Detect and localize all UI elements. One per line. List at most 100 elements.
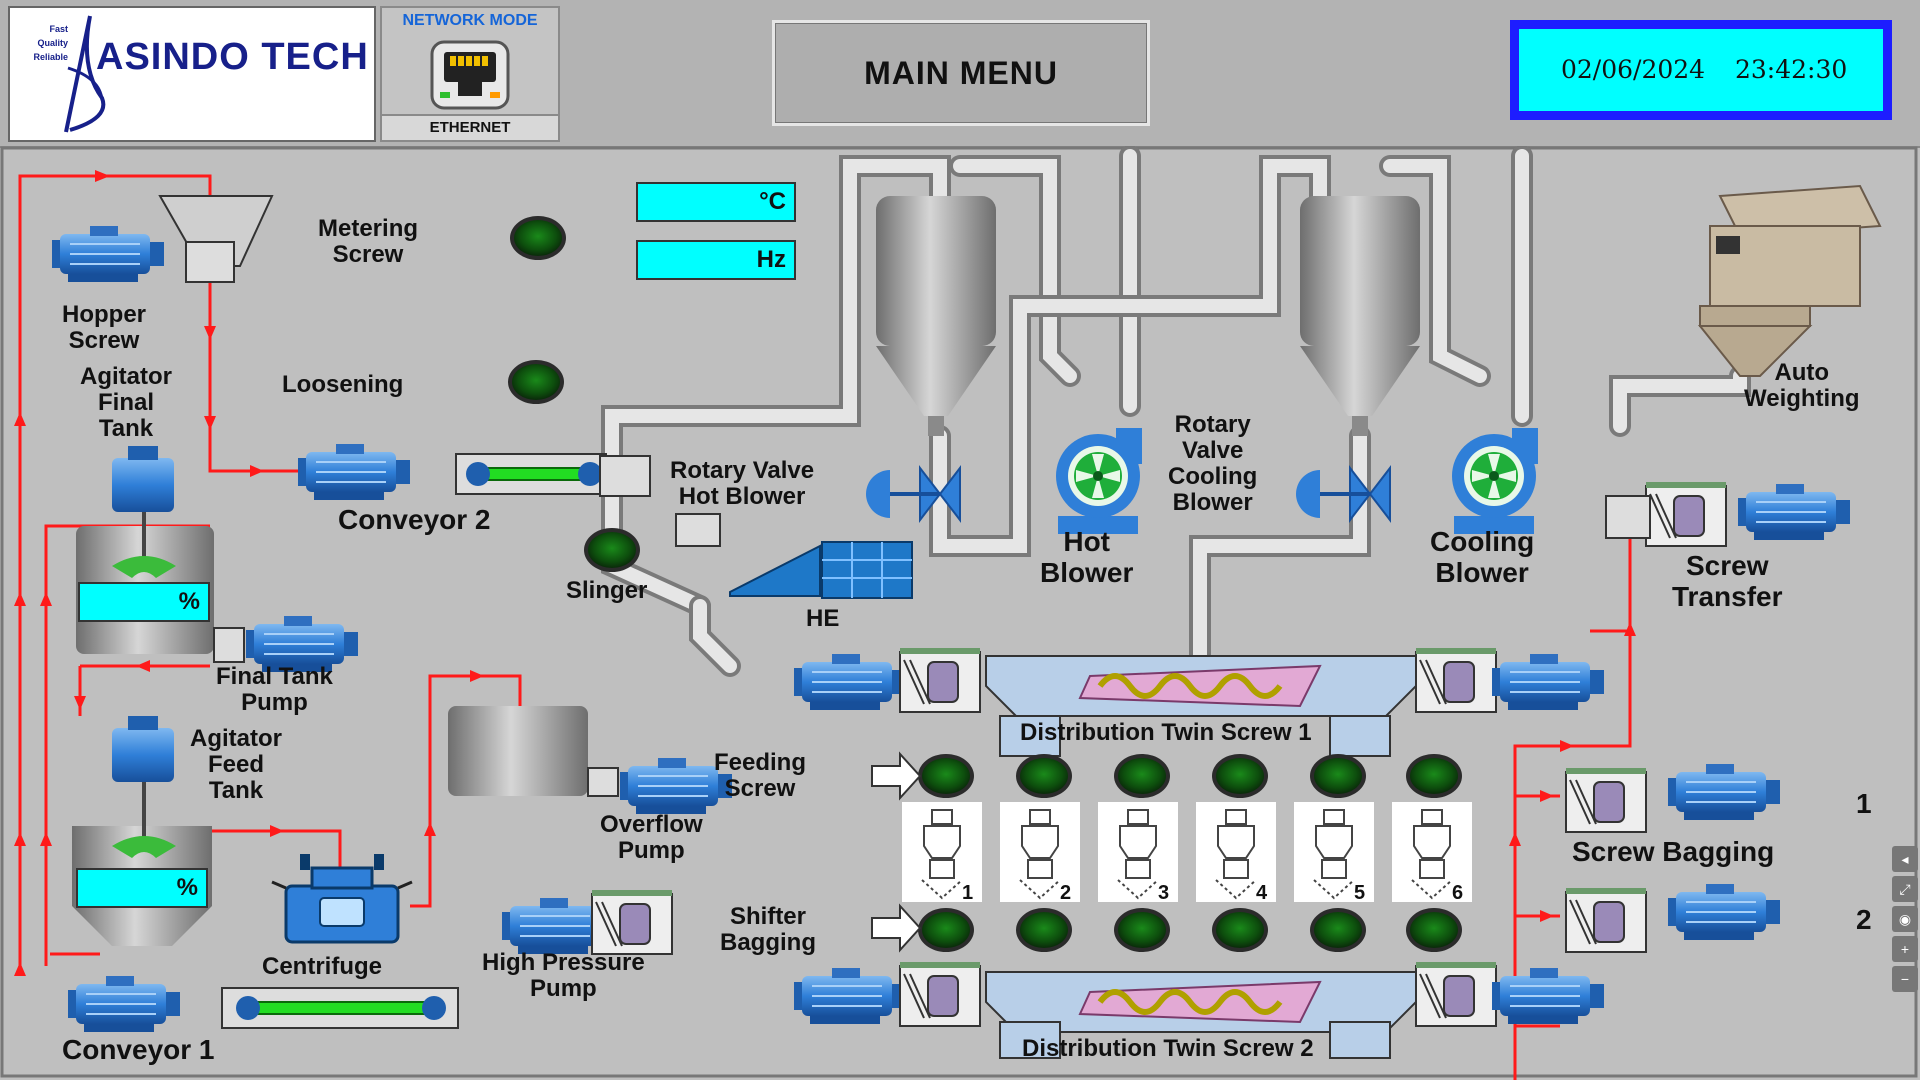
collapse-icon[interactable]: ◂ <box>1892 846 1918 872</box>
label-he: HE <box>806 605 840 632</box>
hot-blower-fan-icon[interactable] <box>1056 428 1142 534</box>
label-slinger: Slinger <box>566 577 648 604</box>
shifter-arrow-icon <box>871 903 922 953</box>
conveyor-1-belt <box>241 1001 439 1015</box>
final-tank-icon <box>76 446 214 654</box>
datetime-display: 02/06/2024 23:42:30 <box>1510 20 1892 120</box>
brand-logo: Fast Quality Reliable ASINDO TECH <box>8 6 376 142</box>
high-pressure-pump-head-icon <box>591 889 673 955</box>
bagger-number-4: 4 <box>1256 882 1268 904</box>
shifter-bagging-indicators <box>918 908 1462 952</box>
screw-bagging-1-motor-icon <box>1667 763 1781 821</box>
overflow-tank-icon <box>448 706 588 796</box>
eye-icon[interactable]: ◉ <box>1892 906 1918 932</box>
label-centrifuge: Centrifuge <box>262 953 382 980</box>
label-conveyor-1: Conveyor 1 <box>62 1034 215 1065</box>
twin-screw-2-body <box>985 971 1417 1059</box>
bagger-number-5: 5 <box>1354 882 1366 904</box>
label-distribution-twin-screw-2: Distribution Twin Screw 2 <box>1022 1035 1314 1062</box>
hopper-icon <box>158 195 274 283</box>
metering-screw-indicator <box>510 216 566 260</box>
header-bar: Fast Quality Reliable ASINDO TECH NETWOR… <box>0 0 1920 148</box>
hopper-screw-motor-icon <box>51 225 165 283</box>
label-screw-bagging: Screw Bagging <box>1572 836 1775 867</box>
heat-exchanger-icon <box>729 541 913 599</box>
twin-screw-1-gearbox-right-icon <box>1415 647 1497 713</box>
ethernet-port-icon <box>430 40 510 110</box>
logo-mark-icon <box>64 15 106 133</box>
screw-bagging-2-gearbox-icon <box>1565 887 1647 953</box>
conveyor-2-motor-icon <box>297 443 411 501</box>
network-mode-panel[interactable]: NETWORK MODE ETHERNET <box>380 6 560 142</box>
cooling-blower-fan-icon[interactable] <box>1452 428 1538 534</box>
tagline-quality: Quality <box>37 38 68 48</box>
twin-screw-2-gearbox-left-icon <box>899 961 981 1027</box>
label-conveyor-2: Conveyor 2 <box>338 504 491 535</box>
final-tank-level: % <box>78 582 210 622</box>
bagger-number-3: 3 <box>1158 882 1170 904</box>
bagger-number-1: 1 <box>962 882 974 904</box>
screw-transfer-gearbox-icon <box>1645 481 1727 547</box>
feed-tank-level: % <box>76 868 208 908</box>
slinger-indicator <box>584 528 640 572</box>
twin-screw-1-body <box>985 655 1417 757</box>
network-mode-title: NETWORK MODE <box>402 12 538 29</box>
label-loosening: Loosening <box>282 371 404 398</box>
conveyor-1-motor-icon <box>67 975 181 1033</box>
screw-bagging-2-motor-icon <box>1667 883 1781 941</box>
process-graphics <box>0 146 1918 1080</box>
twin-screw-1-gearbox-left-icon <box>899 647 981 713</box>
label-bagging-line-2: 2 <box>1856 904 1872 935</box>
frequency-readout: Hz <box>636 240 796 280</box>
zoom-in-icon[interactable]: + <box>1892 936 1918 962</box>
date-readout: 02/06/2024 <box>1561 55 1706 84</box>
temperature-readout: °C <box>636 182 796 222</box>
label-bagging-line-1: 1 <box>1856 788 1872 819</box>
tagline-reliable: Reliable <box>33 52 68 62</box>
hot-cyclone-silo <box>876 196 996 436</box>
centrifuge-icon[interactable] <box>271 854 413 944</box>
main-menu-button[interactable]: MAIN MENU <box>772 20 1150 126</box>
flow-arrows <box>14 170 1636 976</box>
auto-weighting-machine-icon <box>1697 184 1882 377</box>
twin-screw-2-motor-left-icon <box>793 967 907 1025</box>
label-distribution-twin-screw-1: Distribution Twin Screw 1 <box>1020 719 1312 746</box>
bagger-number-6: 6 <box>1452 882 1464 904</box>
screw-bagging-1-gearbox-icon <box>1565 767 1647 833</box>
bagger-number-2: 2 <box>1060 882 1072 904</box>
brand-name: ASINDO TECH <box>96 36 369 78</box>
twin-screw-1-motor-right-icon <box>1491 653 1605 711</box>
time-readout: 23:42:30 <box>1735 55 1848 84</box>
cooling-cyclone-silo <box>1300 196 1420 436</box>
network-mode-value: ETHERNET <box>382 114 558 140</box>
expand-icon[interactable]: ⤢ <box>1892 876 1918 902</box>
feeding-arrow-icon <box>871 751 922 801</box>
twin-screw-1-motor-left-icon <box>793 653 907 711</box>
twin-screw-2-gearbox-right-icon <box>1415 961 1497 1027</box>
zoom-out-icon[interactable]: − <box>1892 966 1918 992</box>
tagline-fast: Fast <box>49 24 68 34</box>
screw-transfer-motor-icon <box>1737 483 1851 541</box>
rotary-valve-cooling-icon[interactable] <box>1294 466 1392 522</box>
feeding-screw-indicators <box>918 754 1462 798</box>
loosening-indicator <box>508 360 564 404</box>
viewer-toolbar: ◂ ⤢ ◉ + − <box>1892 846 1920 1006</box>
twin-screw-2-motor-right-icon <box>1491 967 1605 1025</box>
